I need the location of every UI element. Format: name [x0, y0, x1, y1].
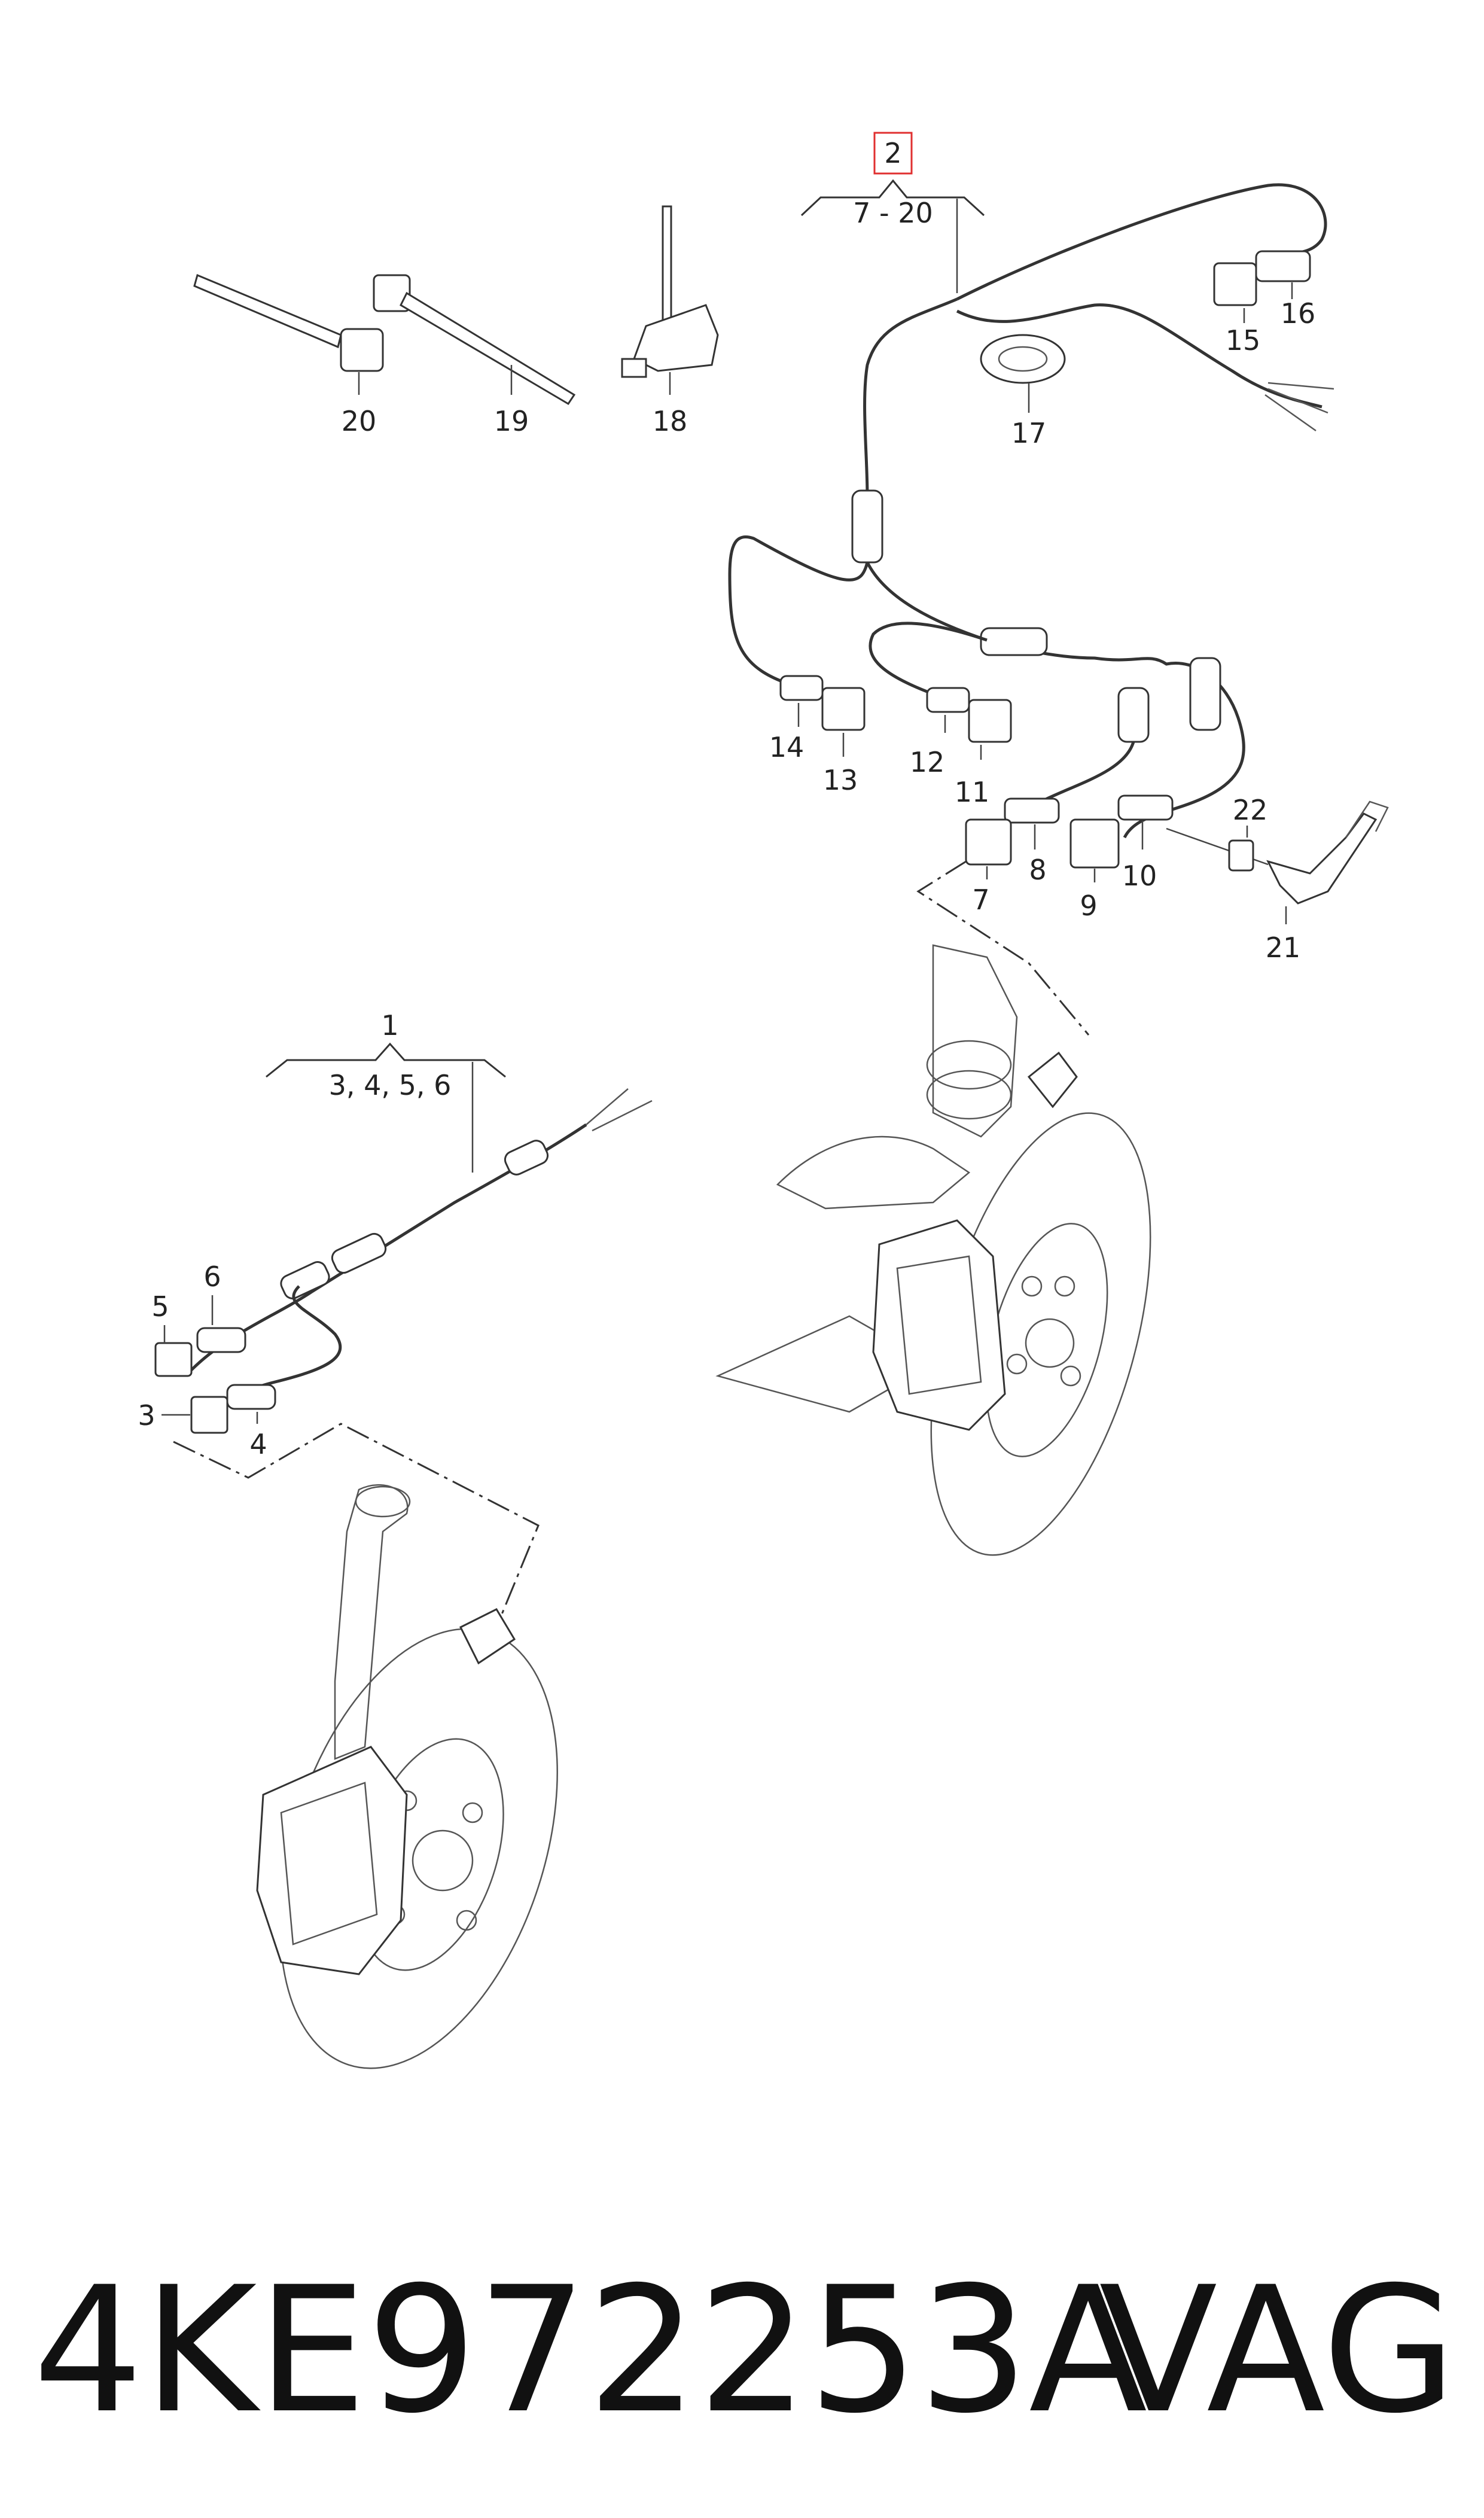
rear-caliper-window: [896, 1255, 982, 1395]
front-sensor-locator-line: [173, 1423, 540, 1628]
front-cable-sleeve-lower: [280, 1261, 330, 1299]
front-cable-sleeve-middle: [331, 1232, 387, 1274]
callout-9: 9: [1080, 890, 1097, 922]
callout-4: 4: [249, 1428, 267, 1460]
connector-14-boot: [779, 675, 824, 701]
callout-22: 22: [1233, 794, 1268, 826]
callout-2-highlight-box: [873, 132, 913, 175]
rear-wheel-stud-2: [1006, 1353, 1028, 1375]
parts-diagram: 2 7 - 20 17 15 16 14 13: [138, 132, 1389, 2069]
rear-strut: [932, 944, 1018, 1138]
front-brake-caliper: [256, 1746, 408, 1975]
rear-brake-caliper: [872, 1219, 1006, 1431]
fastener-group: 20 19 18: [193, 205, 719, 437]
rear-speed-sensor: [1027, 1051, 1078, 1109]
rear-axle-brake-illustration: [715, 944, 1151, 1556]
connector-3: [190, 1396, 228, 1434]
rear-wheel-stud-1: [1021, 1275, 1043, 1297]
front-cable-sleeve-top: [504, 1140, 549, 1176]
callout-1: 1: [381, 1009, 398, 1042]
bracket-21: [1266, 812, 1378, 905]
harness-wire-top: [956, 183, 1327, 301]
connector-11: [968, 699, 1012, 743]
callout-15: 15: [1226, 324, 1261, 357]
callout-17: 17: [1011, 417, 1047, 449]
callout-8: 8: [1029, 854, 1046, 886]
callout-12: 12: [910, 746, 945, 778]
connector-4-boot: [226, 1384, 276, 1410]
callout-11: 11: [955, 776, 990, 808]
connector-8-boot: [1004, 797, 1060, 824]
front-knuckle-eye: [355, 1485, 411, 1518]
harness-wire-loose-end: [956, 303, 1323, 409]
connector-7: [965, 818, 1012, 866]
callout-6: 6: [203, 1260, 221, 1293]
rear-spring-coil-1: [926, 1040, 1012, 1090]
front-knuckle-brake-illustration: [256, 1484, 558, 2069]
bolt-22: [1228, 839, 1254, 872]
callout-2-bracket: [800, 179, 985, 217]
cable-tie-20-head: [340, 328, 384, 372]
callout-5: 5: [151, 1290, 169, 1323]
harness-branch-12: [869, 622, 988, 696]
front-branch-wire: [232, 1285, 342, 1401]
bracket-21-tab: [1345, 800, 1389, 838]
cable-tie-19: [400, 291, 576, 406]
rear-wheel-stud-4: [1060, 1365, 1081, 1387]
rear-wheel-stud-3: [1054, 1275, 1075, 1297]
rear-sensor-locator-line: [916, 860, 1090, 1036]
rear-suspension-link: [776, 1135, 971, 1210]
holder-18-clip: [621, 358, 647, 378]
connector-9: [1069, 818, 1120, 869]
harness-branch-8: [1040, 741, 1135, 803]
splice-sleeve-upper: [851, 489, 883, 564]
callout-14: 14: [769, 731, 805, 763]
rear-spring-coil-2: [926, 1070, 1012, 1120]
front-hub-center: [412, 1829, 474, 1892]
connector-13: [821, 687, 866, 731]
grommet-17-inner: [998, 346, 1048, 372]
connector-12-boot: [926, 687, 970, 713]
callout-18: 18: [653, 405, 688, 437]
front-caliper-window: [280, 1782, 378, 1945]
rear-harness-group: 2 7 - 20 17 15 16 14 13: [728, 132, 1389, 1036]
callout-2-range: 7 - 20: [853, 197, 933, 229]
rear-hub-center: [1025, 1318, 1075, 1368]
splice-sleeve-middle: [980, 627, 1048, 656]
front-wheel-stud-4: [456, 1910, 477, 1931]
front-steering-knuckle-arm: [334, 1484, 409, 1760]
grommet-17: [980, 334, 1066, 384]
front-speed-sensor: [459, 1608, 516, 1665]
connector-16-boot: [1255, 250, 1311, 282]
connector-15: [1213, 262, 1257, 306]
cable-tie-20: [193, 273, 342, 349]
brand-name: VAG: [1099, 2250, 1456, 2452]
front-wheel-stud-2: [462, 1802, 483, 1823]
front-sensor-group: 1 3, 4, 5, 6 6 5 3 4: [138, 1009, 653, 1628]
callout-2: 2: [884, 137, 901, 169]
footer: 4KE972253A VAG: [33, 2249, 1456, 2465]
callout-7: 7: [972, 884, 989, 916]
callout-19: 19: [494, 405, 529, 437]
splice-sleeve-right: [1189, 657, 1221, 731]
loose-wire-ends: [1264, 382, 1334, 432]
splice-sleeve-lower: [1117, 687, 1150, 743]
harness-wire-left-trunk: [863, 297, 958, 497]
callout-10: 10: [1122, 860, 1157, 892]
part-number: 4KE972253A: [33, 2250, 1148, 2452]
connector-6-boot: [196, 1327, 246, 1353]
callout-1-bracket: [266, 1042, 506, 1078]
harness-branch-14: [728, 535, 869, 684]
cable-tie-18-strap: [662, 205, 672, 327]
callout-20: 20: [342, 405, 377, 437]
connector-5: [154, 1342, 193, 1377]
callout-1-range: 3, 4, 5, 6: [329, 1069, 452, 1101]
front-cable-ends: [586, 1088, 653, 1132]
callout-13: 13: [823, 764, 858, 796]
connector-10-boot: [1117, 794, 1174, 821]
cable-tie-19-head: [373, 274, 411, 312]
callout-16: 16: [1281, 297, 1316, 330]
callout-3: 3: [138, 1399, 155, 1432]
callout-21: 21: [1266, 931, 1301, 964]
